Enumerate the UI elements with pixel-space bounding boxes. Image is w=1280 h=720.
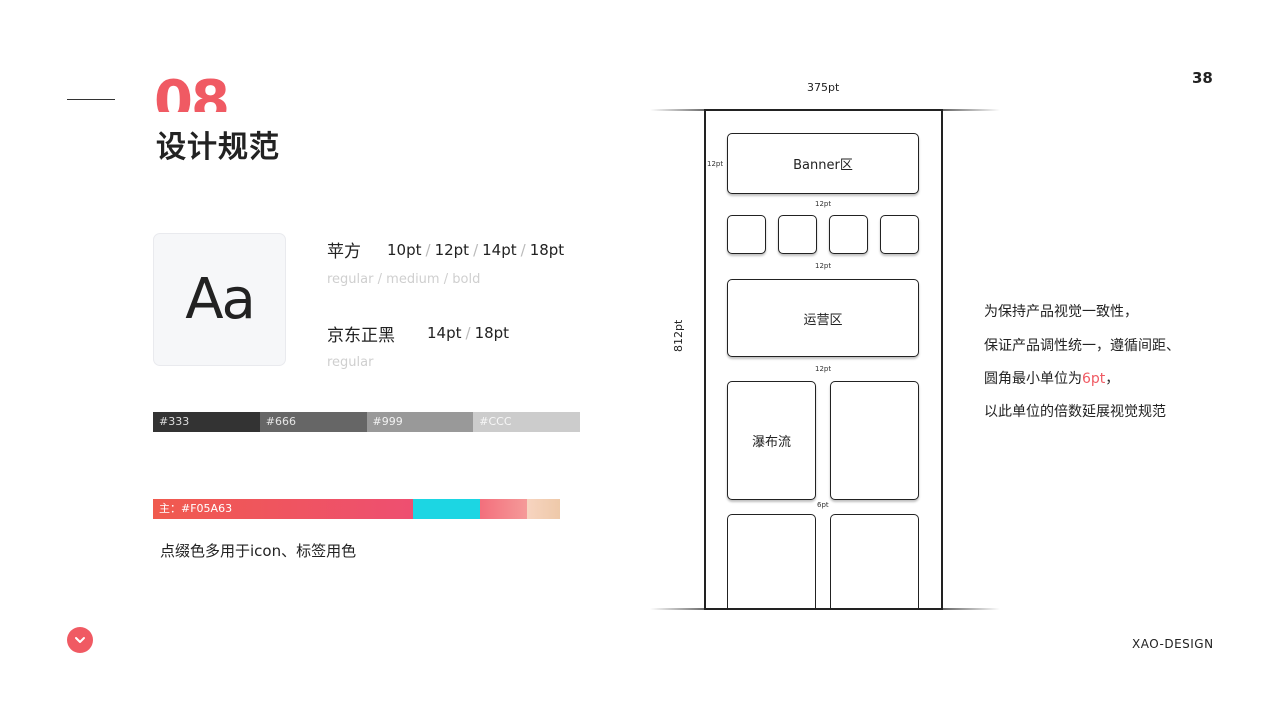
spacing-label: 12pt (815, 365, 832, 373)
banner-label: Banner区 (793, 158, 853, 173)
separator: / (377, 272, 383, 287)
operations-area: 运营区 (727, 279, 919, 357)
logo (67, 627, 93, 653)
spacing-label: 6pt (817, 501, 829, 509)
swatch-accent-beige (527, 499, 560, 519)
font-size: 10pt (387, 241, 422, 259)
description-text: ， (1105, 371, 1120, 387)
feed-card (727, 514, 816, 608)
page-number: 38 (1192, 69, 1213, 87)
banner-area: Banner区 (727, 133, 919, 194)
font-size: 14pt (482, 241, 517, 259)
icon-slot (829, 215, 868, 254)
brand-name: XAO-DESIGN (1132, 637, 1214, 651)
header-divider (67, 99, 115, 100)
font-sizes-pingfang: 10pt/12pt/14pt/18pt (387, 241, 564, 259)
description-line: 保证产品调性统一，遵循间距、 (984, 338, 1180, 354)
feed-card (830, 381, 919, 500)
font-sizes-jdzhenghei: 14pt/18pt (427, 324, 509, 342)
feed-label: 瀑布流 (751, 435, 791, 450)
height-dimension-label: 812pt (672, 319, 685, 352)
font-sample-card: Aa (153, 233, 286, 366)
section-number-container: 08 (154, 72, 244, 113)
description-line: 以此单位的倍数延展视觉规范 (984, 404, 1166, 420)
phone-frame (704, 109, 943, 610)
separator: / (473, 241, 479, 259)
accent-palette: 主：#F05A63 (153, 499, 560, 519)
feed-card (830, 514, 919, 608)
gray-palette: #333 #666 #999 #CCC (153, 412, 580, 432)
font-weight: bold (452, 272, 481, 287)
swatch-gray-666: #666 (259, 412, 367, 432)
font-size: 18pt (474, 324, 510, 342)
swatch-gray-ccc: #CCC (473, 412, 580, 432)
separator: / (465, 324, 471, 342)
font-name-pingfang: 苹方 (327, 242, 361, 262)
icon-slot (778, 215, 817, 254)
icon-slot (880, 215, 919, 254)
accent-note: 点缀色多用于icon、标签用色 (160, 542, 357, 560)
width-dimension-label: 375pt (807, 81, 840, 94)
font-size: 14pt (427, 324, 462, 342)
font-weight: regular (327, 272, 374, 287)
font-size: 12pt (434, 241, 470, 259)
font-sample-text: Aa (185, 267, 256, 332)
spacing-label: 12pt (815, 200, 832, 208)
operations-label: 运营区 (803, 312, 843, 328)
separator: / (520, 241, 526, 259)
font-weight: medium (386, 272, 440, 287)
description-text: 圆角最小单位为 (984, 371, 1082, 387)
section-number: 08 (154, 72, 230, 113)
font-weight: regular (327, 355, 374, 370)
swatch-gray-999: #999 (366, 412, 474, 432)
font-size: 18pt (529, 241, 565, 259)
font-name-jdzhenghei: 京东正黑 (327, 326, 395, 346)
chevron-down-icon (75, 637, 85, 643)
swatch-accent-pink (480, 499, 527, 519)
feed-card: 瀑布流 (727, 381, 816, 500)
spacing-label: 12pt (815, 262, 832, 270)
description-line: 为保持产品视觉一致性， (984, 304, 1138, 320)
swatch-accent-cyan (413, 499, 480, 519)
swatch-accent-main: 主：#F05A63 (153, 499, 413, 519)
icon-slot (727, 215, 766, 254)
description-highlight: 6pt (1082, 371, 1106, 387)
swatch-gray-333: #333 (153, 412, 260, 432)
page-title: 设计规范 (156, 130, 280, 165)
description-line: 圆角最小单位为6pt， (984, 368, 1119, 388)
separator: / (425, 241, 431, 259)
spacing-label: 12pt (707, 160, 724, 168)
separator: / (443, 272, 449, 287)
font-weights-pingfang: regular / medium / bold (327, 272, 480, 287)
font-weights-jdzhenghei: regular (327, 355, 373, 370)
